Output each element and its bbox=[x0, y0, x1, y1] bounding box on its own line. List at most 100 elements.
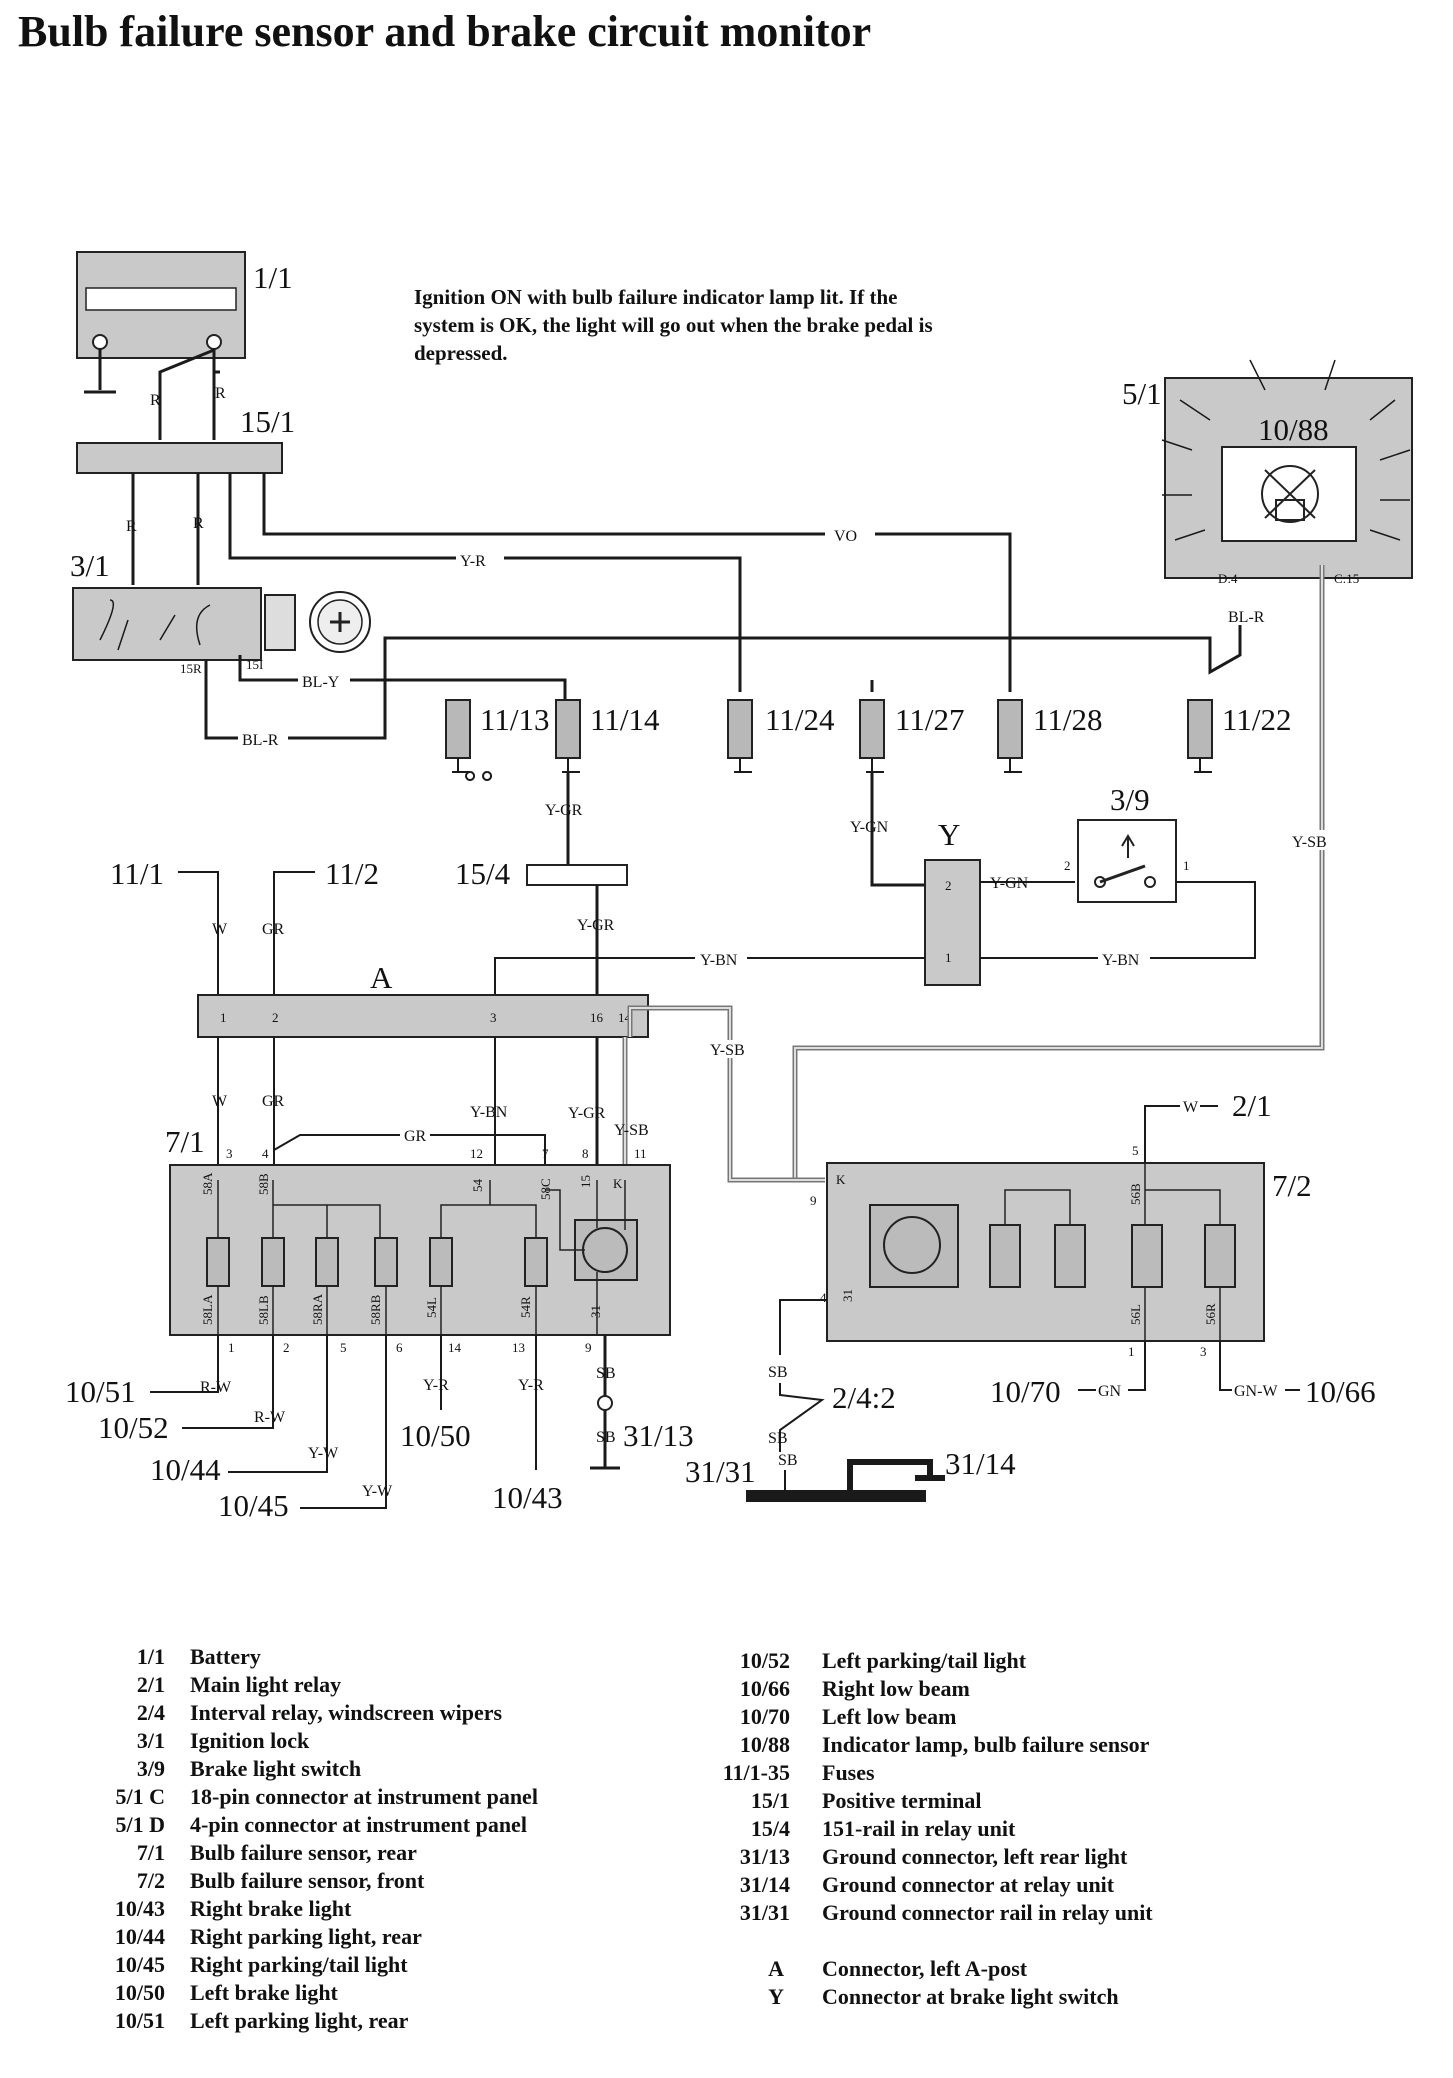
svg-text:Left low beam: Left low beam bbox=[822, 1704, 956, 1729]
svg-text:Bulb failure sensor, front: Bulb failure sensor, front bbox=[190, 1868, 425, 1893]
label-positive-terminal: 15/1 bbox=[240, 404, 295, 439]
legend-item: 31/31 Ground connector rail in relay uni… bbox=[740, 1900, 1153, 1925]
pin-rb-1: 1 bbox=[228, 1340, 235, 1355]
svg-text:151-rail in relay unit: 151-rail in relay unit bbox=[822, 1816, 1016, 1841]
svg-text:Brake light switch: Brake light switch bbox=[190, 1756, 361, 1781]
wire-label-r-w-2: R-W bbox=[254, 1409, 286, 1426]
wire-r-w-1 bbox=[150, 1335, 219, 1393]
svg-text:18-pin connector at instrument: 18-pin connector at instrument panel bbox=[190, 1784, 538, 1809]
svg-text:A: A bbox=[768, 1956, 784, 1981]
label-15i: 15I bbox=[246, 657, 263, 672]
legend-item: 10/50 Left brake light bbox=[115, 1980, 339, 2005]
svg-text:1/1: 1/1 bbox=[137, 1644, 165, 1669]
wire-label-r-2: R bbox=[215, 385, 226, 402]
pin-r-7: 7 bbox=[542, 1146, 549, 1161]
svg-text:Right parking/tail light: Right parking/tail light bbox=[190, 1952, 408, 1977]
label-fuse-11-24: 11/24 bbox=[765, 702, 835, 737]
svg-text:3/1: 3/1 bbox=[137, 1728, 165, 1753]
wire-bl-y bbox=[238, 655, 567, 706]
legend-item: 10/44 Right parking light, rear bbox=[115, 1924, 422, 1949]
svg-text:15/1: 15/1 bbox=[751, 1788, 790, 1813]
term-58lb: 58LB bbox=[256, 1295, 271, 1325]
pin-switch-1: 1 bbox=[1183, 858, 1190, 873]
label-rail-15-4: 15/4 bbox=[455, 856, 511, 891]
term-58c: 58C bbox=[538, 1178, 553, 1200]
label-ground-31-31: 31/31 bbox=[685, 1454, 756, 1489]
term-58b: 58B bbox=[256, 1173, 271, 1195]
pin-a-2: 2 bbox=[272, 1010, 279, 1025]
wire-label-gr-2: GR bbox=[262, 1093, 285, 1110]
pin-y-2: 2 bbox=[945, 878, 952, 893]
svg-text:Battery: Battery bbox=[190, 1644, 261, 1669]
svg-text:Connector at brake light switc: Connector at brake light switch bbox=[822, 1984, 1119, 2009]
label-ground-31-13: 31/13 bbox=[623, 1418, 694, 1453]
svg-text:15/4: 15/4 bbox=[751, 1816, 790, 1841]
bulb-failure-sensor-front bbox=[826, 1162, 1265, 1342]
fuse-11-13 bbox=[445, 699, 493, 781]
svg-text:Left brake light: Left brake light bbox=[190, 1980, 339, 2005]
pin-r-11: 11 bbox=[634, 1146, 647, 1161]
svg-text:Connector, left A-post: Connector, left A-post bbox=[822, 1956, 1028, 1981]
ground-rail-31-31 bbox=[746, 1490, 926, 1502]
legend-item: 10/43 Right brake light bbox=[115, 1896, 352, 1921]
svg-text:Indicator lamp, bulb failure s: Indicator lamp, bulb failure sensor bbox=[822, 1732, 1150, 1757]
pin-f-4: 4 bbox=[820, 1290, 827, 1305]
svg-text:10/43: 10/43 bbox=[115, 1896, 165, 1921]
svg-text:Left parking light, rear: Left parking light, rear bbox=[190, 2008, 409, 2033]
svg-text:31/14: 31/14 bbox=[740, 1872, 790, 1897]
term-56l: 56L bbox=[1128, 1304, 1143, 1325]
wire-label-r-1: R bbox=[150, 392, 161, 409]
fuse-11-14 bbox=[555, 699, 581, 773]
pin-rb-5: 5 bbox=[340, 1340, 347, 1355]
battery bbox=[76, 251, 246, 394]
connector-y bbox=[924, 859, 981, 986]
wire-label-y-sb-3: Y-SB bbox=[614, 1122, 649, 1139]
ground-31-14 bbox=[847, 1459, 945, 1490]
pin-f-9: 9 bbox=[810, 1193, 817, 1208]
legend-item: 31/14 Ground connector at relay unit bbox=[740, 1872, 1115, 1897]
wire-sb-front bbox=[779, 1299, 827, 1355]
svg-text:Right brake light: Right brake light bbox=[190, 1896, 352, 1921]
legend-item: 10/70 Left low beam bbox=[740, 1704, 957, 1729]
legend-item: 5/1 C 18-pin connector at instrument pan… bbox=[116, 1784, 538, 1809]
fuse-11-27 bbox=[859, 699, 885, 773]
svg-text:10/45: 10/45 bbox=[115, 1952, 165, 1977]
wire-label-y-bn-1: Y-BN bbox=[1102, 952, 1140, 969]
ignition-lock bbox=[72, 587, 371, 661]
svg-text:10/88: 10/88 bbox=[740, 1732, 790, 1757]
term-31-front: 31 bbox=[840, 1289, 855, 1302]
wire-label-y-gr-3: Y-GR bbox=[568, 1105, 606, 1122]
wire-y-w-1 bbox=[228, 1335, 328, 1473]
term-58rb: 58RB bbox=[368, 1294, 383, 1325]
bulb-failure-icon bbox=[1261, 465, 1319, 523]
wire-gr-1 bbox=[273, 871, 315, 995]
label-lamp-10-43: 10/43 bbox=[492, 1480, 563, 1515]
wire-label-y-sb-1: Y-SB bbox=[1292, 834, 1327, 851]
label-fuse-11-14: 11/14 bbox=[590, 702, 660, 737]
wire-label-y-gr-1: Y-GR bbox=[545, 802, 583, 819]
label-lamp-10-51: 10/51 bbox=[65, 1374, 136, 1409]
svg-text:2/4: 2/4 bbox=[137, 1700, 165, 1725]
term-58ra: 58RA bbox=[310, 1293, 325, 1325]
svg-text:Interval relay, windscreen wip: Interval relay, windscreen wipers bbox=[190, 1700, 502, 1725]
note-line-3: depressed. bbox=[414, 341, 508, 365]
wire-label-y-gn-1: Y-GN bbox=[850, 819, 889, 836]
pin-rb-6: 6 bbox=[396, 1340, 403, 1355]
wire-w-1 bbox=[178, 871, 219, 995]
label-d4: D:4 bbox=[1218, 571, 1238, 586]
legend-left: 1/1 Battery 2/1 Main light relay 2/4 Int… bbox=[115, 1644, 538, 2033]
legend-item: Y Connector at brake light switch bbox=[768, 1984, 1118, 2009]
wire-gn-w bbox=[1219, 1341, 1232, 1391]
legend-item: 7/2 Bulb failure sensor, front bbox=[137, 1868, 425, 1893]
wire-label-sb-1: SB bbox=[596, 1365, 616, 1382]
term-k-rear: K bbox=[613, 1176, 623, 1191]
label-connector-y: Y bbox=[938, 817, 960, 852]
term-31-rear: 31 bbox=[588, 1305, 603, 1318]
svg-text:Y: Y bbox=[768, 1984, 784, 2009]
instrument-panel-connector bbox=[1161, 359, 1413, 579]
wire-y-w-2 bbox=[300, 1335, 387, 1509]
svg-text:5/1 D: 5/1 D bbox=[116, 1812, 166, 1837]
label-battery: 1/1 bbox=[253, 260, 293, 295]
wire-label-r-w-1: R-W bbox=[200, 1379, 232, 1396]
